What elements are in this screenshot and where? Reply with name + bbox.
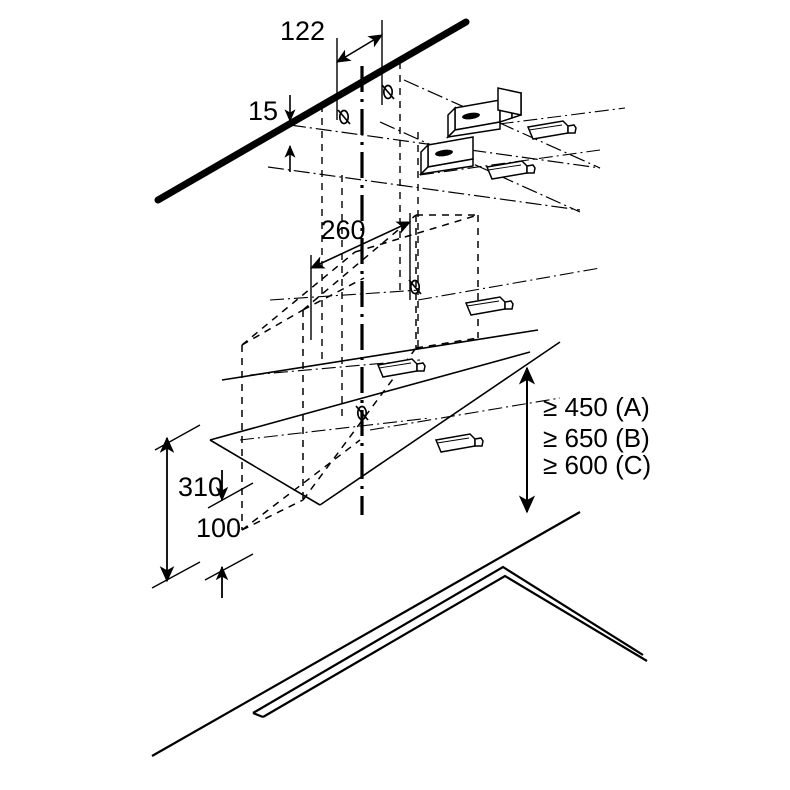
dimension-260: 260: [309, 213, 412, 340]
clearance-label-b: ≥ 650 (B): [543, 423, 650, 453]
clearance-label-a: ≥ 450 (A): [543, 392, 650, 422]
dimension-15: 15: [248, 95, 296, 172]
dimension-310: 310: [151, 424, 223, 589]
cooktop-corner-outline: [151, 511, 648, 757]
screw-2: [485, 160, 536, 180]
screw-4: [376, 358, 426, 378]
wall-bracket-pair: [418, 87, 522, 176]
drill-hole-markers: [337, 84, 422, 421]
dimension-122: 122: [280, 16, 384, 120]
dimension-122-label: 122: [280, 16, 325, 46]
dimension-310-label: 310: [178, 472, 223, 502]
wall-edge-line: [154, 18, 470, 204]
wall-bracket-lower: [418, 136, 474, 176]
clearance-dimension: ≥ 450 (A) ≥ 650 (B) ≥ 600 (C): [518, 366, 651, 514]
dimension-100: 100: [196, 470, 254, 598]
screw-3: [464, 296, 514, 316]
mounting-screw-set: [376, 120, 577, 453]
screw-1: [526, 120, 577, 140]
screw-5: [434, 433, 484, 453]
dimension-100-label: 100: [196, 513, 241, 543]
wall-projection-lines: [321, 62, 419, 420]
dimension-15-label: 15: [248, 96, 278, 126]
clearance-label-c: ≥ 600 (C): [543, 450, 651, 480]
hood-base-plane: [209, 329, 561, 506]
wall-bracket-upper: [445, 87, 522, 139]
dimension-260-label: 260: [320, 215, 365, 245]
